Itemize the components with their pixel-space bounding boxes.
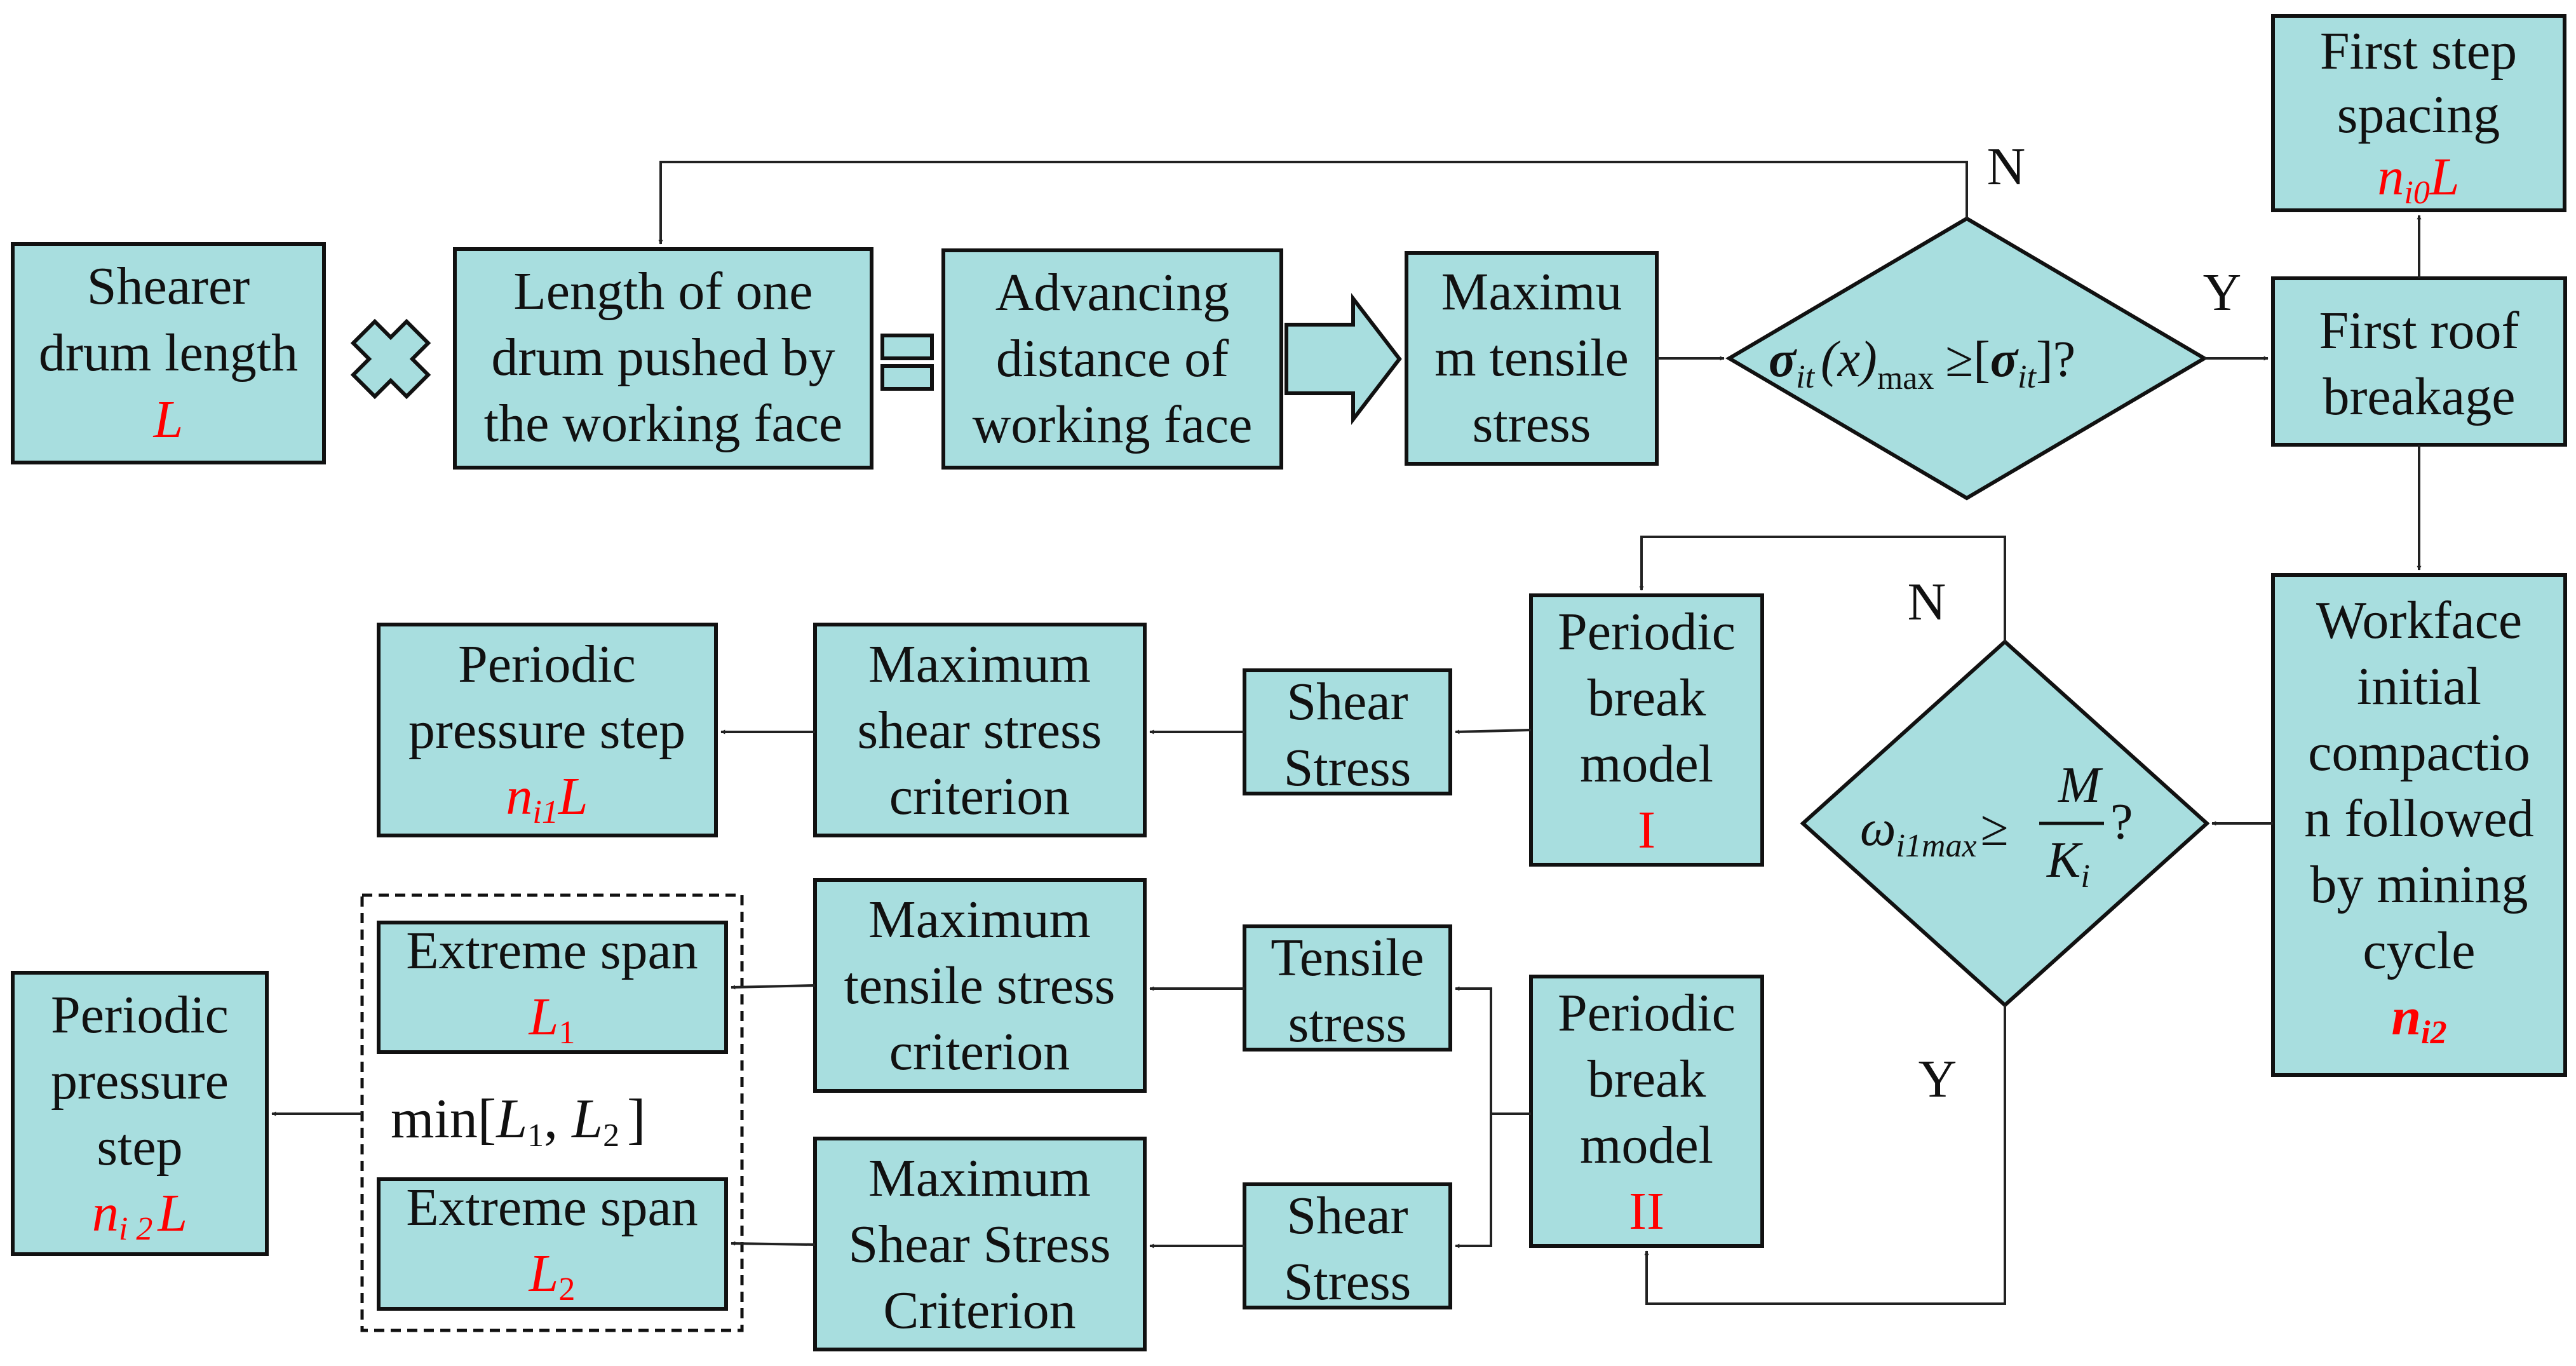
max-shear1-line-1: Maximum (868, 635, 1091, 694)
workface-line-2: initial (2357, 657, 2481, 716)
drum-pushed-line-2: drum pushed by (491, 328, 835, 387)
max-shear2-line-1: Maximum (868, 1149, 1091, 1208)
shear1-line-1: Shear (1286, 672, 1408, 731)
decision-tensile-diamond (1725, 216, 2208, 501)
max-tensile2-line-3: criterion (889, 1022, 1070, 1081)
decision1-formula: σit(x)max≥[σit]? (1769, 332, 2075, 396)
first-step-var: ni0L (2377, 147, 2459, 211)
drum-pushed-line-3: the working face (484, 394, 842, 453)
max-shear-criterion-1-box (813, 623, 1147, 837)
workface-var: ni2 (2391, 987, 2446, 1051)
periodic1-line-2: pressure step (408, 701, 685, 760)
periodic2-var: ni 2L (92, 1184, 187, 1247)
periodic1-var: ni1L (506, 767, 588, 830)
break-model-2-box (1529, 975, 1764, 1248)
model1-roman: I (1638, 801, 1656, 860)
arrow-criterion-to-extreme2 (731, 1241, 816, 1246)
workface-line-3: compactio (2308, 723, 2530, 782)
shearer-drum-box (11, 242, 326, 464)
arrow-decision2-no (1639, 536, 2006, 642)
extreme-span-2-box (377, 1177, 728, 1311)
decision2-M: M (2058, 757, 2103, 813)
model1-line-1: Periodic (1558, 602, 1736, 661)
max-tensile2-line-1: Maximum (868, 890, 1091, 949)
periodic2-line-2: pressure (51, 1052, 229, 1111)
max-tensile-line-3: stress (1473, 395, 1591, 454)
periodic-pressure-step-2-box (11, 971, 269, 1256)
shear2-line-2: Stress (1284, 1252, 1412, 1311)
extreme1-var: L1 (529, 987, 576, 1051)
max-shear2-line-2: Shear Stress (849, 1215, 1111, 1274)
max-tensile-line-1: Maximu (1441, 262, 1622, 321)
first-roof-line-1: First roof (2319, 301, 2519, 360)
arrow-criterion-to-extreme1 (731, 984, 816, 990)
max-tensile-criterion-2-box (813, 878, 1147, 1093)
extreme2-var: L2 (529, 1244, 576, 1308)
flag-n-top: N (1987, 137, 2026, 196)
advancing-distance-box (941, 248, 1283, 470)
flag-y-mid: Y (1919, 1050, 1957, 1109)
min-expression: min[L1, L2] (391, 1088, 645, 1154)
model2-line-3: model (1580, 1116, 1713, 1175)
advancing-line-2: distance of (996, 329, 1229, 388)
model2-roman: II (1629, 1182, 1664, 1241)
max-shear1-line-3: criterion (889, 767, 1070, 826)
decision2-q: ? (2110, 794, 2133, 850)
decision2-K: Ki (2046, 832, 2090, 895)
tensile-stress-2-box (1243, 924, 1452, 1052)
arrow-decision1-no-loop (658, 161, 1968, 245)
first-step-spacing-box (2271, 14, 2566, 212)
shearer-var: L (153, 390, 184, 449)
periodic-pressure-step-1-box (377, 623, 718, 837)
flag-y-top: Y (2203, 263, 2242, 322)
advancing-line-1: Advancing (995, 263, 1230, 322)
arrow-model2-to-shear2 (1455, 1114, 1492, 1248)
drum-pushed-box (453, 247, 873, 470)
advancing-line-3: working face (973, 395, 1253, 454)
arrow-model2-to-tensile2 (1455, 986, 1492, 1114)
decision2-formula: ωi1max≥ (1860, 801, 2008, 864)
workface-line-4: n followed (2304, 789, 2534, 848)
model2-line-2: break (1588, 1050, 1706, 1109)
flag-n-mid: N (1908, 572, 1946, 632)
extreme-span-1-box (377, 921, 728, 1054)
periodic2-line-3: step (97, 1118, 182, 1177)
arrow-model1-to-shear1 (1455, 729, 1532, 734)
model1-line-3: model (1580, 734, 1713, 794)
periodic2-line-1: Periodic (51, 985, 229, 1045)
max-tensile-line-2: m tensile (1434, 328, 1629, 388)
times-icon (350, 318, 431, 400)
block-arrow-icon (1285, 293, 1402, 425)
arrow-decision2-yes (1644, 1005, 2006, 1305)
max-shear-criterion-2-box (813, 1137, 1147, 1351)
workface-line-5: by mining (2310, 855, 2528, 914)
extreme2-label: Extreme span (406, 1178, 698, 1237)
extreme1-label: Extreme span (406, 921, 698, 980)
workface-cycle-box (2271, 573, 2567, 1077)
max-tensile2-line-2: tensile stress (844, 956, 1116, 1015)
shear1-line-2: Stress (1284, 738, 1412, 797)
first-step-line-1: First step (2320, 22, 2517, 81)
shear-stress-1-box (1243, 668, 1452, 795)
shear2-line-1: Shear (1286, 1186, 1408, 1245)
shearer-line-2: drum length (39, 323, 298, 382)
periodic1-line-1: Periodic (458, 635, 636, 694)
equals-icon (880, 334, 934, 391)
workface-line-1: Workface (2316, 591, 2522, 650)
max-shear1-line-2: shear stress (858, 701, 1102, 760)
workface-line-6: cycle (2363, 921, 2475, 980)
model1-line-2: break (1588, 668, 1706, 727)
tensile2-line-1: Tensile (1271, 928, 1424, 987)
shear-stress-2-box (1243, 1182, 1452, 1309)
first-step-line-2: spacing (2337, 85, 2500, 144)
model2-line-1: Periodic (1558, 984, 1736, 1043)
first-roof-line-2: breakage (2323, 367, 2515, 426)
tensile2-line-2: stress (1288, 994, 1407, 1053)
max-shear2-line-3: Criterion (883, 1281, 1076, 1340)
shearer-line-1: Shearer (87, 257, 250, 316)
drum-pushed-line-1: Length of one (513, 262, 813, 321)
